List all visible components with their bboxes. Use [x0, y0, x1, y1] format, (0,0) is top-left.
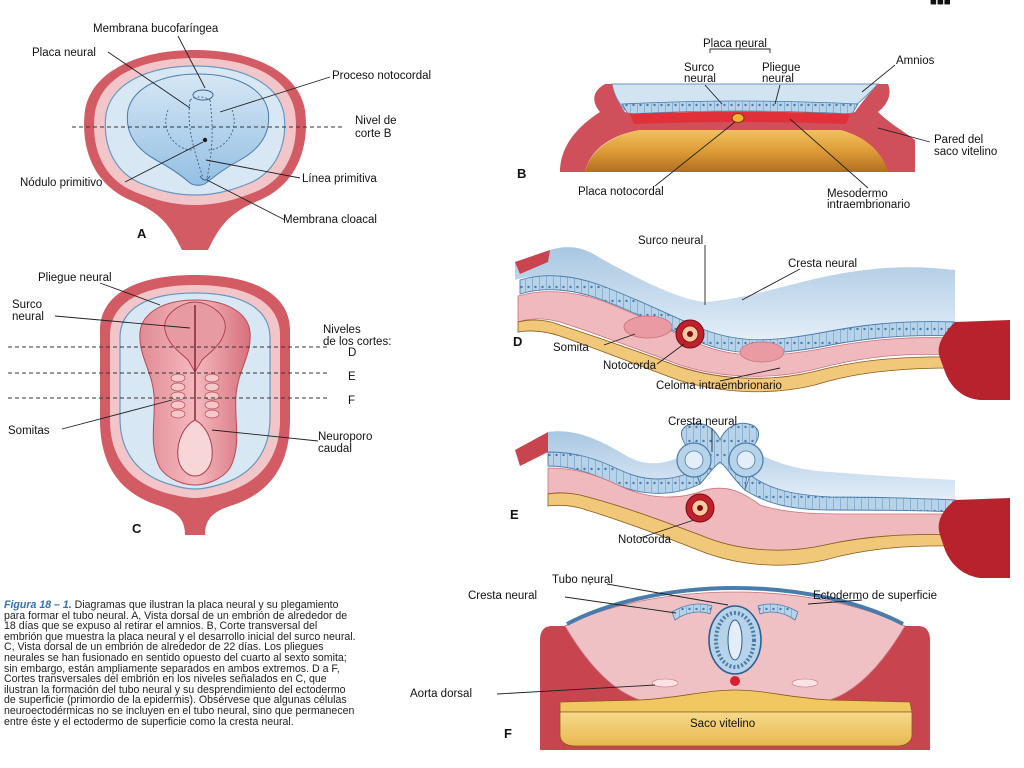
panel-e: Cresta neural Notocorda E [510, 416, 1010, 578]
caption-figure-number: Figura 18 – 1. [4, 599, 72, 611]
corner-text: ■■■ [930, 0, 951, 8]
label-neuroporo-line2: caudal [318, 443, 352, 455]
panel-a-primitive-node [202, 137, 208, 143]
label-celoma: Celoma intraembrionario [656, 380, 782, 392]
panel-b-ectoderm-plate [621, 100, 859, 115]
panel-f-aorta-left [651, 678, 679, 688]
label-pared-saco-line2: saco vitelino [934, 146, 997, 158]
label-membrana-cloacal: Membrana cloacal [283, 214, 377, 226]
panel-f-neural-crest-right [757, 603, 799, 621]
label-mesodermo-line1: Mesodermo [827, 188, 888, 200]
label-proceso-notocordal: Proceso notocordal [332, 70, 431, 82]
caption-text: Diagramas que ilustran la placa neural y… [4, 599, 356, 728]
label-nivel-f: F [348, 395, 355, 407]
label-cresta-neural-f: Cresta neural [468, 590, 537, 602]
panel-d-wall [938, 320, 1010, 400]
label-pliegue-neural-b-line2: neural [762, 73, 794, 85]
label-niveles-line1: Niveles [323, 324, 361, 336]
figure-caption: Figura 18 – 1. Diagramas que ilustran la… [4, 600, 356, 727]
panel-e-wall [938, 498, 1010, 578]
label-pared-saco-line1: Pared del [934, 134, 983, 146]
label-neuroporo-line1: Neuroporo [318, 431, 372, 443]
panel-a-cloacal-membrane [199, 175, 211, 181]
panel-c: Pliegue neural Surco neural Niveles de l… [8, 272, 391, 536]
label-linea-primitiva: Línea primitiva [302, 173, 377, 185]
label-tubo-neural: Tubo neural [552, 574, 613, 586]
panel-d-wall-left [515, 250, 550, 274]
panel-f-aorta-right [791, 678, 819, 688]
panel-d-somite-right [739, 341, 785, 363]
panel-b-wall [560, 84, 915, 172]
label-saco-vitelino: Saco vitelino [690, 718, 755, 730]
panel-a-embryonic-disc [126, 73, 270, 186]
panel-a-buccopharyngeal-membrane [192, 89, 214, 101]
label-pliegue-neural-b-line1: Pliegue [762, 62, 800, 74]
panel-b-yolk-sac [585, 130, 888, 172]
panel-f-yolk-sac [559, 711, 913, 747]
panel-d: Surco neural Cresta neural Somita Notoco… [513, 235, 1010, 400]
label-surco-neural-c-line1: Surco [12, 299, 42, 311]
label-cresta-neural-d: Cresta neural [788, 258, 857, 270]
panel-b-letter: B [517, 166, 526, 181]
label-niveles-line2: de los cortes: [323, 336, 391, 348]
label-aorta-dorsal: Aorta dorsal [410, 688, 472, 700]
label-nivel-corte-b-line2: corte B [355, 128, 392, 140]
label-placa-neural-b: Placa neural [703, 38, 767, 50]
label-mesodermo-line2: intraembrionario [827, 199, 910, 211]
panel-d-letter: D [513, 334, 522, 349]
label-placa-neural-a: Placa neural [32, 47, 96, 59]
label-nodulo-primitivo: Nódulo primitivo [20, 177, 102, 189]
label-nivel-corte-b-line1: Nivel de [355, 115, 397, 127]
label-surco-neural-c-line2: neural [12, 311, 44, 323]
panel-f-endoderm [559, 689, 913, 713]
panel-f-letter: F [504, 726, 512, 741]
label-notocorda-e: Notocorda [618, 534, 672, 546]
panel-a-notochordal-process [165, 96, 235, 179]
label-notocorda-d: Notocorda [603, 360, 657, 372]
panel-f-notochord [730, 676, 740, 686]
label-surco-neural-b-line1: Surco [684, 62, 714, 74]
panel-a: Membrana bucofaríngea Placa neural Proce… [20, 23, 431, 250]
panel-e-letter: E [510, 507, 519, 522]
panel-c-letter: C [132, 521, 142, 536]
label-cresta-neural-e: Cresta neural [668, 416, 737, 428]
label-membrana-bucofaringea: Membrana bucofaríngea [93, 23, 219, 35]
panel-b-notochordal-plate [731, 113, 745, 123]
label-pliegue-neural-c: Pliegue neural [38, 272, 112, 284]
panel-c-somites [170, 373, 220, 419]
panel-a-letter: A [137, 226, 147, 241]
panel-f-neural-crest-left [671, 603, 713, 621]
label-surco-neural-d: Surco neural [638, 235, 703, 247]
panel-f-neural-canal [727, 619, 743, 661]
panel-f: Tubo neural Cresta neural Ectodermo de s… [410, 574, 937, 750]
panel-b: Placa neural Surco neural Pliegue neural… [517, 38, 997, 211]
panel-d-somite-left [623, 315, 673, 339]
label-nivel-d: D [348, 347, 356, 359]
panel-f-surface-ectoderm [566, 585, 904, 626]
panel-c-caudal-neuropore [177, 419, 213, 477]
label-nivel-e: E [348, 371, 356, 383]
label-placa-notocordal: Placa notocordal [578, 186, 664, 198]
label-surco-neural-b-line2: neural [684, 73, 716, 85]
label-ectodermo: Ectodermo de superficie [813, 590, 937, 602]
panel-d-amniotic-cavity [515, 247, 955, 340]
label-somitas: Somitas [8, 425, 50, 437]
label-somita: Somita [553, 342, 589, 354]
panel-e-wall-left [515, 432, 548, 466]
label-amnios: Amnios [896, 55, 935, 67]
